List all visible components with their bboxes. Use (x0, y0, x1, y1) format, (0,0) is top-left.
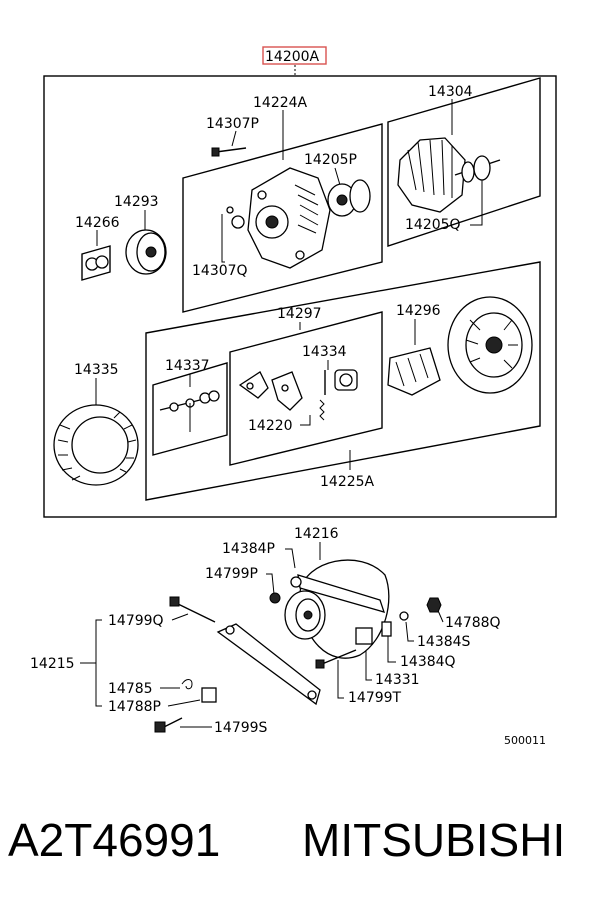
leader-14307Q (221, 214, 225, 263)
rotor-box (387, 77, 541, 247)
leader-14384P (285, 548, 296, 569)
rectifier-14296 (387, 347, 441, 396)
bolt-14307Q (226, 206, 245, 229)
leader-14307P (231, 130, 237, 147)
terminal-set-14337 (159, 390, 220, 432)
bolt-14307P (211, 147, 247, 157)
bolt-14799Q (169, 596, 216, 623)
label-14307P[interactable]: 14307P (206, 116, 259, 132)
washer-14384S (399, 611, 409, 621)
bolt-14799S (154, 717, 183, 733)
label-14799P[interactable]: 14799P (205, 566, 258, 582)
label-14334[interactable]: 14334 (302, 344, 347, 360)
label-14224A[interactable]: 14224A (253, 95, 308, 111)
leader-14384Q (387, 632, 396, 663)
leader-14799T (337, 660, 344, 699)
stator-regulator-box (145, 261, 541, 501)
label-14799S[interactable]: 14799S (214, 720, 268, 736)
leader-14215-bracket (95, 619, 102, 707)
label-14220[interactable]: 14220 (248, 418, 293, 434)
bearing-14205P (327, 179, 371, 217)
label-14337[interactable]: 14337 (165, 358, 210, 374)
label-14384P[interactable]: 14384P (222, 541, 275, 557)
label-14215[interactable]: 14215 (30, 656, 75, 672)
nut-14788P (201, 687, 217, 703)
label-14205Q[interactable]: 14205Q (405, 217, 461, 233)
label-14225A[interactable]: 14225A (320, 474, 375, 490)
spacer-14384Q (381, 621, 392, 637)
label-14799Q[interactable]: 14799Q (108, 613, 164, 629)
brush-holder-box (229, 311, 383, 466)
bushing-14331 (355, 627, 373, 645)
stator-14335 (53, 404, 139, 486)
label-14335[interactable]: 14335 (74, 362, 119, 378)
label-14788P[interactable]: 14788P (108, 699, 161, 715)
rotor-14304 (397, 137, 501, 213)
label-14266[interactable]: 14266 (75, 215, 120, 231)
leader-14799P (266, 573, 275, 595)
label-14297[interactable]: 14297 (277, 306, 322, 322)
nut-14788Q (426, 597, 442, 613)
assembly-label-highlight (262, 46, 327, 65)
leader-14220 (300, 415, 311, 426)
bolt-14799P (269, 592, 281, 604)
front-bracket-part (447, 296, 533, 394)
terminal-set-box (152, 362, 228, 456)
brush-holder-14334 (319, 369, 358, 421)
label-14293[interactable]: 14293 (114, 194, 159, 210)
alternator-assembly-frame (43, 75, 557, 518)
leader-14799Q (171, 613, 189, 621)
label-14331[interactable]: 14331 (375, 672, 420, 688)
rear-bracket-part (247, 167, 331, 269)
footer-brand: MITSUBISHI (302, 814, 565, 866)
rear-bracket-box (182, 123, 383, 313)
label-14205P[interactable]: 14205P (304, 152, 357, 168)
leader-14788P (167, 699, 201, 707)
leader-14331 (365, 640, 372, 681)
label-14200A[interactable]: 14200A (265, 49, 320, 65)
leader-14384S (405, 621, 414, 642)
adjust-plate-14216 (290, 574, 386, 613)
label-14384S[interactable]: 14384S (417, 634, 471, 650)
diagram-code: 500011 (504, 734, 546, 747)
bolt-14799T (315, 649, 357, 669)
plates-14220 (238, 371, 303, 411)
brace-14215 (216, 623, 321, 706)
leader-14205P (334, 167, 341, 186)
footer-part-number: A2T46991 (8, 814, 220, 866)
label-14304[interactable]: 14304 (428, 84, 473, 100)
label-14216[interactable]: 14216 (294, 526, 339, 542)
label-14785[interactable]: 14785 (108, 681, 153, 697)
leader-14205Q (470, 168, 483, 226)
label-14384Q[interactable]: 14384Q (400, 654, 456, 670)
label-14799T[interactable]: 14799T (348, 690, 402, 706)
label-14296[interactable]: 14296 (396, 303, 441, 319)
pulley-14293 (125, 229, 167, 275)
nut-washer-14266 (81, 245, 111, 281)
label-14788Q[interactable]: 14788Q (445, 615, 501, 631)
clip-14785 (181, 679, 193, 690)
label-14307Q[interactable]: 14307Q (192, 263, 248, 279)
